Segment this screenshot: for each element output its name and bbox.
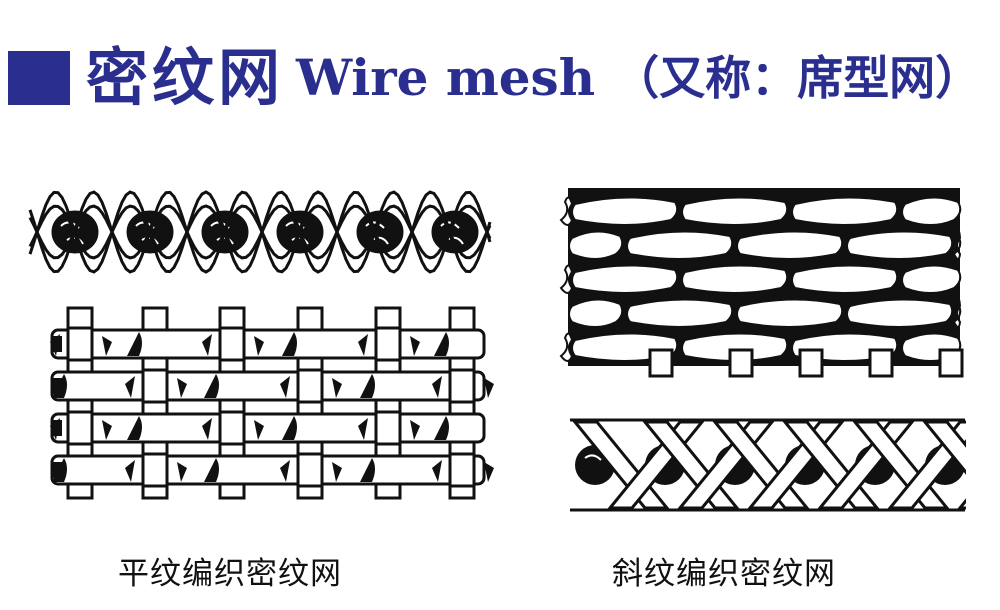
twill-weft-float xyxy=(568,230,624,260)
twill-weft-float xyxy=(626,298,734,328)
twill-weft-float xyxy=(626,230,734,260)
title-square-icon xyxy=(8,51,70,105)
twill-weave-face xyxy=(559,188,964,378)
twill-warp-end-0 xyxy=(648,348,674,378)
twill-warp-end-4 xyxy=(938,348,964,378)
twill-weft-float xyxy=(846,298,954,328)
page-title-alias: （又称：席型网） xyxy=(613,51,982,105)
twill-weft-float xyxy=(952,298,962,328)
twill-weft-float xyxy=(846,230,954,260)
twill-weft-float xyxy=(736,298,844,328)
caption-plain-weave: 平纹编织密纹网 xyxy=(118,556,342,592)
twill-weft-float xyxy=(791,196,899,226)
plain-weft-band-3 xyxy=(50,454,486,486)
twill-warp-end-1 xyxy=(728,348,754,378)
twill-warp-end-2 xyxy=(798,348,824,378)
twill-weft-float xyxy=(952,230,962,260)
plain-weave-face xyxy=(50,306,494,500)
twill-weft-float xyxy=(559,196,574,226)
twill-weft-float xyxy=(559,332,574,362)
twill-weft-float xyxy=(681,196,789,226)
twill-weft-float xyxy=(901,264,962,294)
caption-twill-weave: 斜纹编织密纹网 xyxy=(612,556,836,592)
twill-weft-float xyxy=(681,332,789,362)
twill-weft-float xyxy=(901,196,962,226)
twill-weft-float xyxy=(736,230,844,260)
twill-weft-float xyxy=(559,264,574,294)
page-title: 密纹网 xyxy=(86,41,285,114)
twill-weft-float xyxy=(681,264,789,294)
twill-weft-float xyxy=(571,196,679,226)
twill-weft-float xyxy=(568,298,624,328)
plain-weave-cross-section xyxy=(28,190,492,274)
twill-warp-end-3 xyxy=(868,348,894,378)
twill-weft-float xyxy=(791,264,899,294)
title-bar: 密纹网 Wire mesh （又称：席型网） xyxy=(8,38,981,118)
plain-weave-wire-a-inner xyxy=(28,204,492,260)
plain-weave-wire-b-inner xyxy=(28,204,492,260)
plain-weft-band-2 xyxy=(50,412,486,444)
plain-weft-band-1 xyxy=(50,370,486,402)
page-title-english: Wire mesh xyxy=(296,48,596,107)
plain-weave-warp-sections xyxy=(51,210,479,254)
plain-weft-band-0 xyxy=(50,328,486,360)
twill-weft-float xyxy=(571,264,679,294)
twill-weave-cross-section xyxy=(540,415,1000,515)
